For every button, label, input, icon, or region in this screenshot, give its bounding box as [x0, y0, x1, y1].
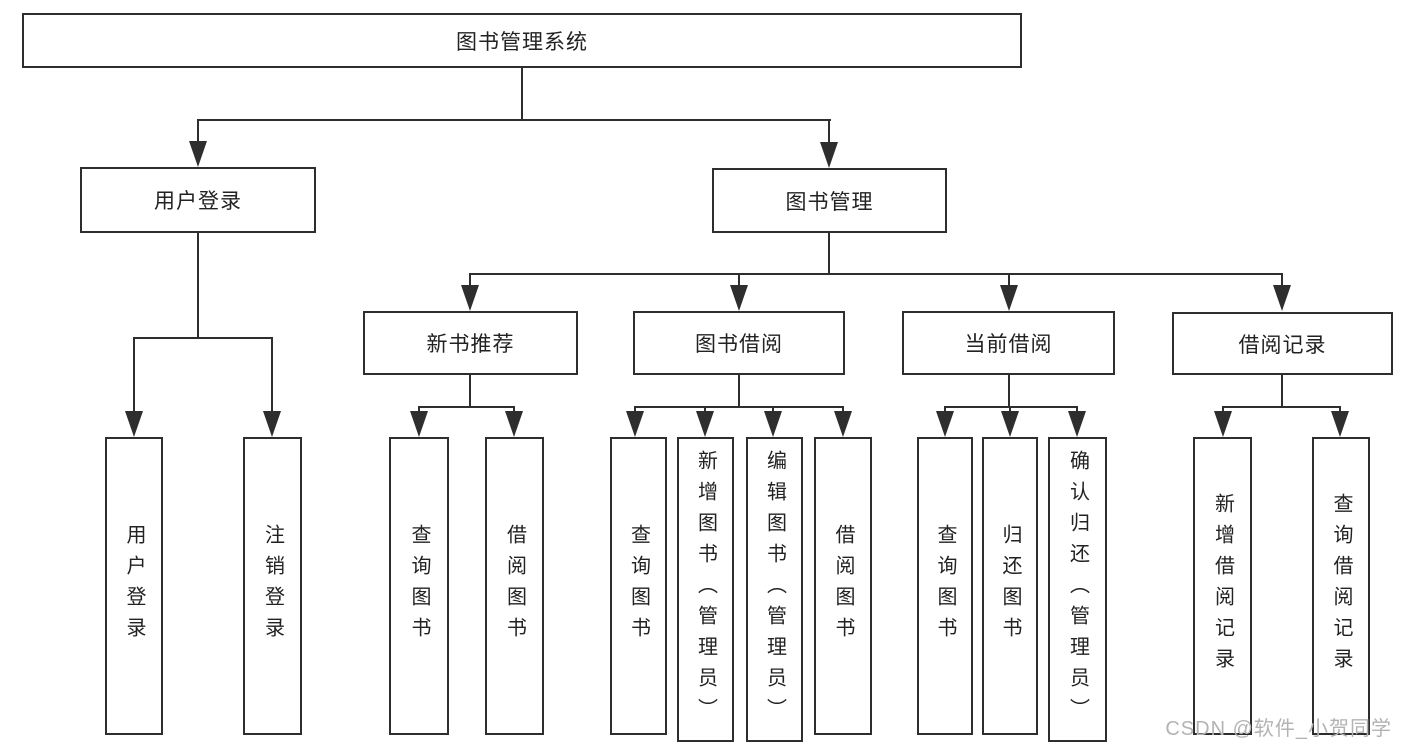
node-borrow-records: 借阅记录 [1172, 312, 1393, 375]
arrow-down-icon [1273, 285, 1291, 311]
leaf-borrow-book: 借阅图书 [485, 437, 544, 735]
arrow-down-icon [1000, 285, 1018, 311]
connector-line [513, 406, 515, 413]
connector-line [1339, 406, 1341, 413]
arrow-down-icon [410, 411, 428, 437]
leaf-return-book: 归还图书 [982, 437, 1038, 735]
connector-line [271, 337, 273, 411]
connector-line [738, 375, 740, 406]
leaf-query-book-label: 查询图书 [934, 524, 956, 648]
leaf-add-book-admin: 新增图书（管理员） [677, 437, 734, 742]
leaf-return-book-label: 归还图书 [999, 524, 1021, 648]
leaf-user-login: 用户登录 [105, 437, 163, 735]
connector-line [197, 233, 199, 337]
arrow-down-icon [626, 411, 644, 437]
connector-line [1008, 273, 1010, 287]
leaf-query-book: 查询图书 [610, 437, 667, 735]
arrow-down-icon [505, 411, 523, 437]
arrow-down-icon [730, 285, 748, 311]
arrow-down-icon [1331, 411, 1349, 437]
connector-line [828, 233, 830, 273]
leaf-query-book-label: 查询图书 [627, 524, 650, 648]
leaf-user-login-label: 用户登录 [123, 524, 145, 648]
connector-line [1076, 406, 1078, 413]
leaf-edit-book-admin-label: 编辑图书（管理员） [763, 450, 786, 729]
leaf-confirm-return-admin-label: 确认归还（管理员） [1066, 450, 1089, 729]
connector-line [133, 337, 135, 411]
node-book-management-label: 图书管理 [785, 190, 874, 214]
node-current-borrow: 当前借阅 [902, 311, 1115, 375]
connector-line [634, 406, 844, 408]
connector-line [418, 406, 420, 413]
connector-line [738, 273, 740, 287]
connector-line [197, 119, 831, 121]
arrow-down-icon [263, 411, 281, 437]
connector-line [469, 375, 471, 406]
arrow-down-icon [820, 142, 838, 168]
connector-line [944, 406, 946, 413]
leaf-confirm-return-admin: 确认归还（管理员） [1048, 437, 1107, 742]
connector-line [1009, 406, 1011, 413]
arrow-down-icon [1214, 411, 1232, 437]
arrow-down-icon [936, 411, 954, 437]
connector-line [521, 68, 523, 119]
leaf-borrow-book: 借阅图书 [814, 437, 872, 735]
node-root-label: 图书管理系统 [456, 30, 588, 54]
arrow-down-icon [189, 141, 207, 167]
leaf-query-book-label: 查询图书 [408, 524, 430, 648]
arrow-down-icon [125, 411, 143, 437]
node-book-management: 图书管理 [712, 168, 947, 233]
leaf-borrow-book-label: 借阅图书 [832, 524, 854, 648]
connector-line [133, 337, 273, 339]
arrow-down-icon [461, 285, 479, 311]
connector-line [634, 406, 636, 413]
node-book-borrow-label: 图书借阅 [695, 333, 783, 356]
leaf-query-book: 查询图书 [917, 437, 973, 735]
connector-line [469, 273, 1283, 275]
connector-line [1222, 406, 1224, 413]
leaf-add-book-admin-label: 新增图书（管理员） [694, 450, 717, 729]
node-user-login: 用户登录 [80, 167, 316, 233]
arrow-down-icon [696, 411, 714, 437]
connector-line [1281, 375, 1283, 406]
connector-line [418, 406, 515, 408]
leaf-borrow-book-label: 借阅图书 [503, 524, 526, 648]
connector-line [704, 406, 706, 413]
leaf-add-borrow-record-label: 新增借阅记录 [1211, 493, 1234, 679]
node-new-book-recommend: 新书推荐 [363, 311, 578, 375]
leaf-query-book: 查询图书 [389, 437, 449, 735]
connector-line [197, 119, 199, 143]
leaf-logout-label: 注销登录 [261, 524, 284, 648]
connector-line [469, 273, 471, 287]
node-root: 图书管理系统 [22, 13, 1022, 68]
leaf-query-borrow-record-label: 查询借阅记录 [1330, 493, 1352, 679]
leaf-edit-book-admin: 编辑图书（管理员） [746, 437, 803, 742]
node-borrow-records-label: 借阅记录 [1238, 333, 1327, 357]
connector-line [1281, 273, 1283, 287]
arrow-down-icon [834, 411, 852, 437]
connector-line [1222, 406, 1341, 408]
leaf-add-borrow-record: 新增借阅记录 [1193, 437, 1252, 735]
watermark-text: CSDN @软件_小贺同学 [1165, 718, 1392, 740]
arrow-down-icon [1068, 411, 1086, 437]
node-user-login-label: 用户登录 [154, 190, 242, 213]
node-new-book-recommend-label: 新书推荐 [426, 333, 515, 356]
node-current-borrow-label: 当前借阅 [964, 333, 1053, 356]
connector-line [842, 406, 844, 413]
leaf-logout: 注销登录 [243, 437, 302, 735]
leaf-query-borrow-record: 查询借阅记录 [1312, 437, 1370, 735]
connector-line [828, 119, 830, 143]
arrow-down-icon [764, 411, 782, 437]
connector-line [772, 406, 774, 413]
arrow-down-icon [1001, 411, 1019, 437]
connector-line [1008, 375, 1010, 406]
node-book-borrow: 图书借阅 [633, 311, 845, 375]
connector-line [944, 406, 1078, 408]
